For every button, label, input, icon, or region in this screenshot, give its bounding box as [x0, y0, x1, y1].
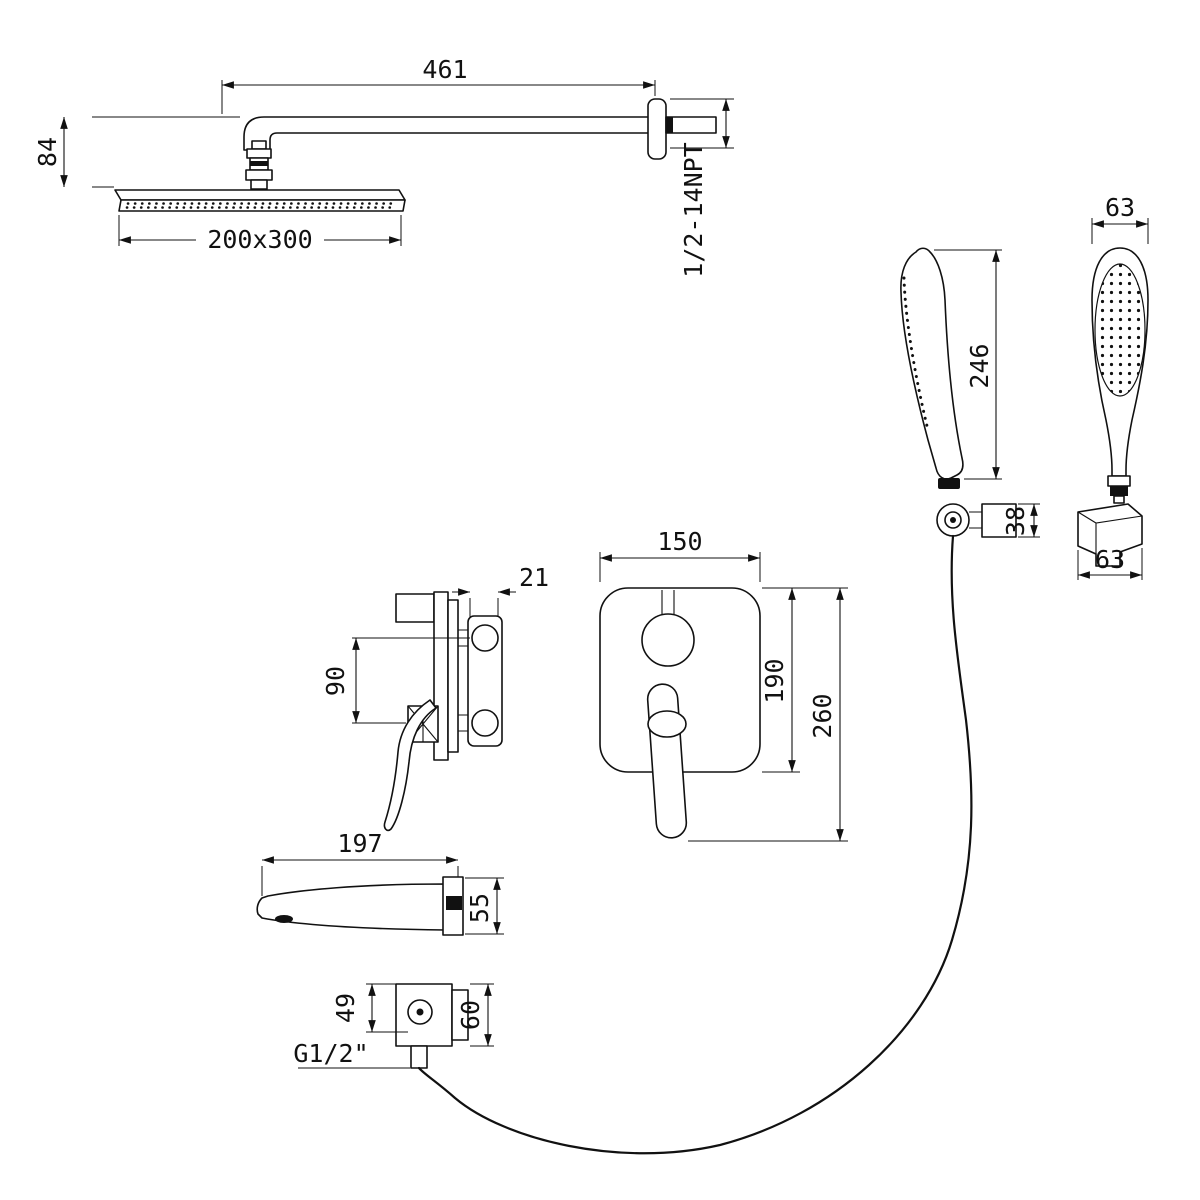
- dim-valve-height-text: 260: [808, 693, 837, 738]
- dim-elbow-width-text: 60: [456, 1000, 485, 1030]
- dim-arm-length-text: 461: [422, 55, 467, 84]
- hose-elbow: 49 60 G1/2": [293, 983, 494, 1069]
- dim-plate-width-text: 150: [657, 527, 702, 556]
- dim-elbow-width: 60: [456, 983, 494, 1047]
- dim-head-offset-text: 84: [33, 137, 62, 167]
- dim-head-offset: 84: [33, 116, 240, 188]
- mixer-valve-side-view: 21 90: [321, 563, 549, 832]
- dim-hand-shower-width-text: 63: [1105, 193, 1135, 222]
- dim-spout-length: 197: [261, 829, 459, 896]
- hand-shower-front-view: 63: [1091, 193, 1149, 504]
- dim-hand-shower-length: 246: [934, 249, 1002, 480]
- shower-bracket: 63: [1077, 503, 1143, 580]
- ball-joint: [245, 140, 273, 190]
- dim-outlet-depth: 38: [1001, 503, 1040, 538]
- dim-head-size-text: 200x300: [207, 225, 312, 254]
- hose-thread-label: G1/2": [293, 1039, 410, 1069]
- dim-spout-height-text: 55: [465, 893, 494, 923]
- dim-spout-height: 55: [465, 877, 504, 935]
- shower-arm: [243, 116, 651, 151]
- dim-hand-shower-width: 63: [1091, 193, 1149, 244]
- dim-valve-depth: 21: [452, 563, 549, 640]
- dim-port-spacing: 90: [321, 637, 470, 724]
- dim-plate-width: 150: [599, 527, 761, 582]
- shower-head: [114, 189, 406, 212]
- shower-hose: [417, 534, 973, 1155]
- dim-port-spacing-text: 90: [321, 666, 350, 696]
- hand-shower-outlet: [936, 503, 1017, 538]
- hose-thread-text: G1/2": [293, 1039, 368, 1068]
- dim-wall-thread-text: 1/2-14NPT: [679, 142, 708, 277]
- wall-flange: [647, 98, 717, 160]
- dim-bracket-width: 63: [1077, 545, 1143, 580]
- hand-shower-side-view: 246 38: [900, 247, 1040, 538]
- dim-wall-thread: 1/2-14NPT: [670, 98, 734, 278]
- dim-plate-height-text: 190: [760, 658, 789, 703]
- dim-elbow-height-text: 49: [331, 993, 360, 1023]
- dim-plate-height: 190: [760, 587, 848, 773]
- dim-spout-length-text: 197: [337, 829, 382, 858]
- dim-elbow-height: 49: [331, 983, 408, 1033]
- dim-hand-shower-length-text: 246: [965, 343, 994, 388]
- dim-bracket-width-text: 63: [1095, 545, 1125, 574]
- dim-arm-length: 461: [221, 55, 656, 114]
- rain-shower-assembly: 461 1/2-14NPT 84: [33, 55, 734, 278]
- mixer-valve-front-view: 150 190 260: [599, 527, 848, 842]
- dim-head-size: 200x300: [118, 215, 402, 254]
- dim-valve-height: 260: [688, 588, 848, 842]
- tub-spout: 197 55: [256, 829, 504, 936]
- dim-outlet-depth-text: 38: [1001, 506, 1030, 536]
- dim-valve-depth-text: 21: [519, 563, 549, 592]
